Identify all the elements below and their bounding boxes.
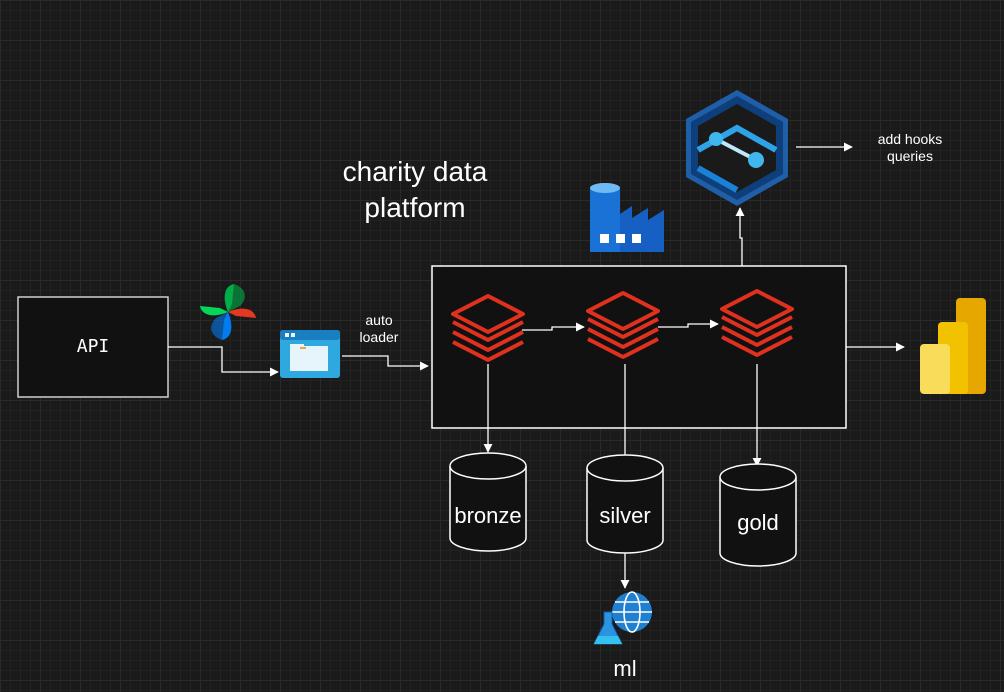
azure-ml-icon (593, 591, 652, 645)
edge-api-storage (168, 346, 279, 377)
edge-storage-platform (342, 355, 429, 371)
airflow-icon (200, 284, 256, 340)
edge-bronze-silver (522, 322, 585, 332)
diagram-title: charity data platform (342, 156, 488, 223)
edge-silver-gold (658, 319, 719, 329)
synapse-icon (686, 90, 788, 206)
api-box (17, 296, 169, 398)
connectors (168, 142, 905, 589)
bronze-label: bronze (454, 503, 522, 528)
bronze-cylinder (449, 452, 527, 552)
gold-label: gold (737, 510, 779, 535)
api-label: API (76, 336, 110, 357)
data-factory-icon (590, 183, 664, 252)
silver-cylinder (586, 454, 664, 554)
edge-platform-synapse (735, 207, 745, 266)
hooks-label: add hooks queries (877, 131, 943, 164)
storage-folder-icon (280, 330, 340, 378)
power-bi-icon (920, 298, 986, 394)
gold-cylinder (719, 463, 797, 567)
autoloader-label: auto loader (359, 312, 399, 345)
ml-label: ml (613, 656, 637, 681)
silver-label: silver (599, 503, 651, 528)
